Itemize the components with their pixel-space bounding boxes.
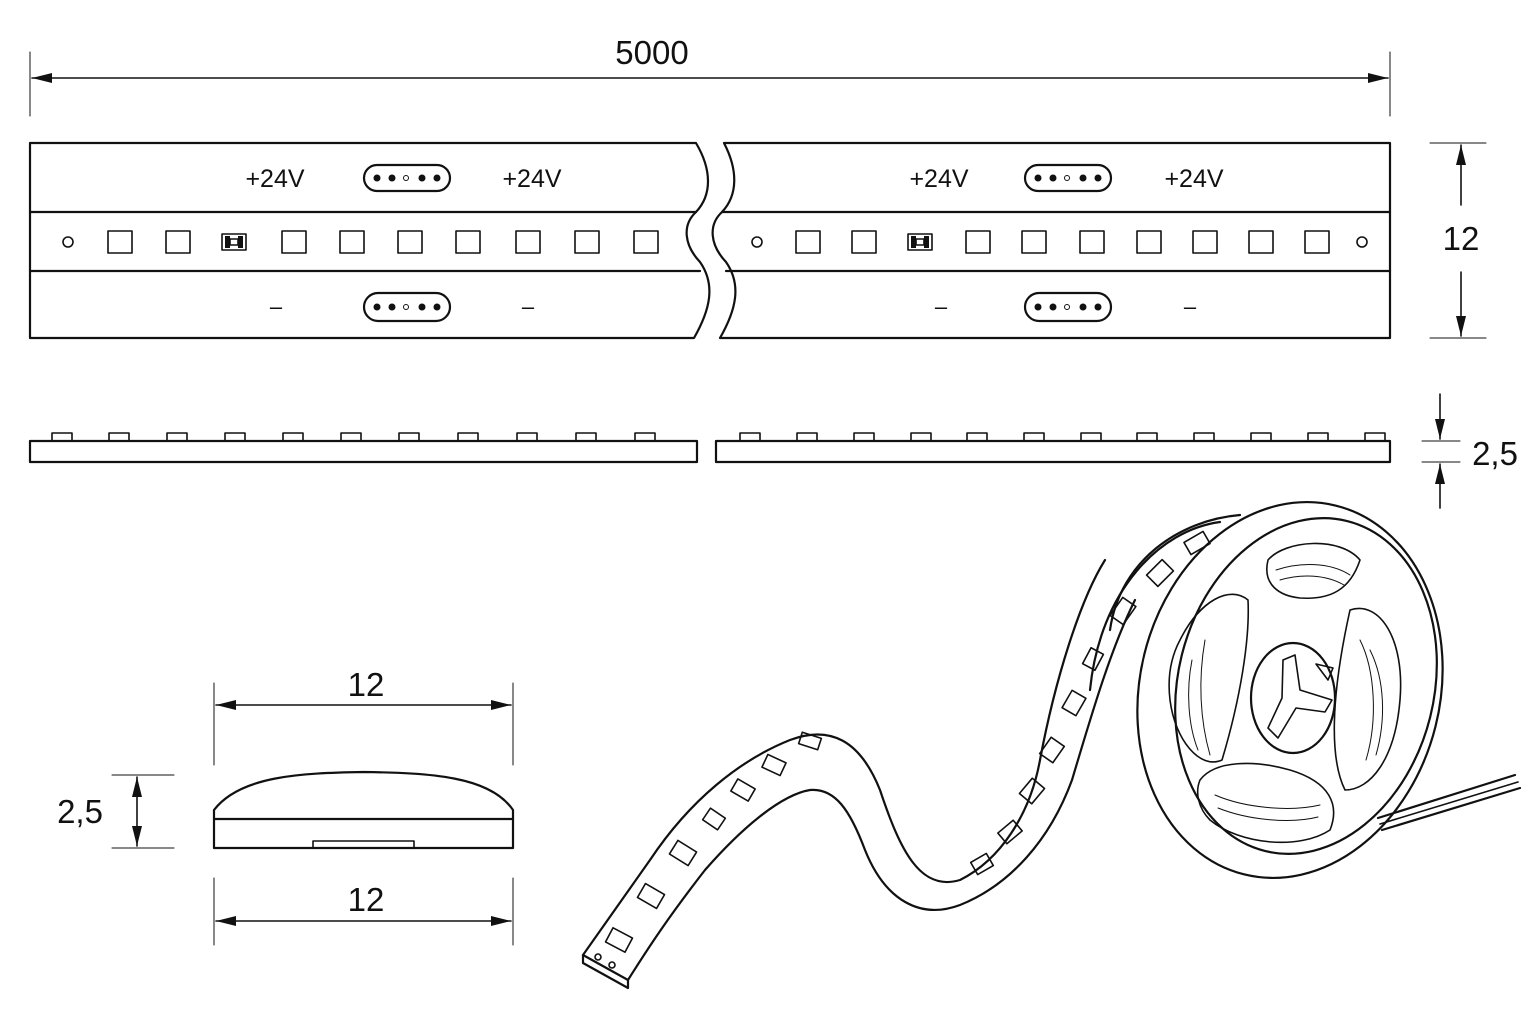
led-chip <box>397 230 423 254</box>
label-minus: – <box>935 294 948 319</box>
led-chip <box>965 230 991 254</box>
section-height-dimension: 2,5 <box>57 774 175 849</box>
led-chip <box>1136 230 1162 254</box>
led-chip <box>455 230 481 254</box>
resistor-chip <box>221 233 247 251</box>
label-plus-24v: +24V <box>245 165 304 193</box>
solder-pad-bottom-left <box>362 291 452 323</box>
label-minus: – <box>1184 294 1197 319</box>
led-chip <box>165 230 191 254</box>
section-height-value: 2,5 <box>57 793 103 830</box>
strip-top-view-right <box>711 141 1392 340</box>
length-value: 5000 <box>615 34 688 71</box>
led-chip <box>107 230 133 254</box>
label-minus: – <box>270 294 283 319</box>
led-chip <box>1248 230 1274 254</box>
strip-top-view-left <box>28 141 711 340</box>
label-plus-24v: +24V <box>1164 165 1223 193</box>
led-chip <box>633 230 659 254</box>
led-chip <box>795 230 821 254</box>
section-width-dimension-top: 12 <box>213 666 514 766</box>
strip-side-view-right <box>714 432 1392 464</box>
led-chip <box>851 230 877 254</box>
mounting-hole <box>751 236 763 248</box>
led-chip <box>574 230 600 254</box>
led-chip <box>339 230 365 254</box>
section-width-dimension-bottom: 12 <box>213 877 514 946</box>
width-value: 12 <box>1443 220 1480 257</box>
width-dimension: 12 <box>1429 142 1487 339</box>
section-width-value: 12 <box>348 881 385 918</box>
label-plus-24v: +24V <box>909 165 968 193</box>
led-chip <box>1021 230 1047 254</box>
strip-side-view-left <box>28 432 699 464</box>
solder-pad-top-right <box>1023 163 1113 193</box>
cross-section <box>212 770 515 850</box>
led-row-left <box>107 230 659 254</box>
height-value: 2,5 <box>1472 435 1518 472</box>
section-width-value: 12 <box>348 666 385 703</box>
length-dimension: 5000 <box>29 34 1391 117</box>
label-plus-24v: +24V <box>502 165 561 193</box>
solder-pad-bottom-right <box>1023 291 1113 323</box>
label-minus: – <box>522 294 535 319</box>
height-dimension-side: 2,5 <box>1421 393 1518 509</box>
led-chip <box>1304 230 1330 254</box>
mounting-hole <box>1356 236 1368 248</box>
mounting-hole <box>62 236 74 248</box>
resistor-chip <box>907 233 933 251</box>
led-chip <box>1192 230 1218 254</box>
led-chip <box>1079 230 1105 254</box>
led-chip <box>515 230 541 254</box>
solder-pad-top-left <box>362 163 452 193</box>
led-chip <box>281 230 307 254</box>
led-row-right <box>795 230 1330 254</box>
led-strip-reel-illustration <box>581 501 1522 990</box>
